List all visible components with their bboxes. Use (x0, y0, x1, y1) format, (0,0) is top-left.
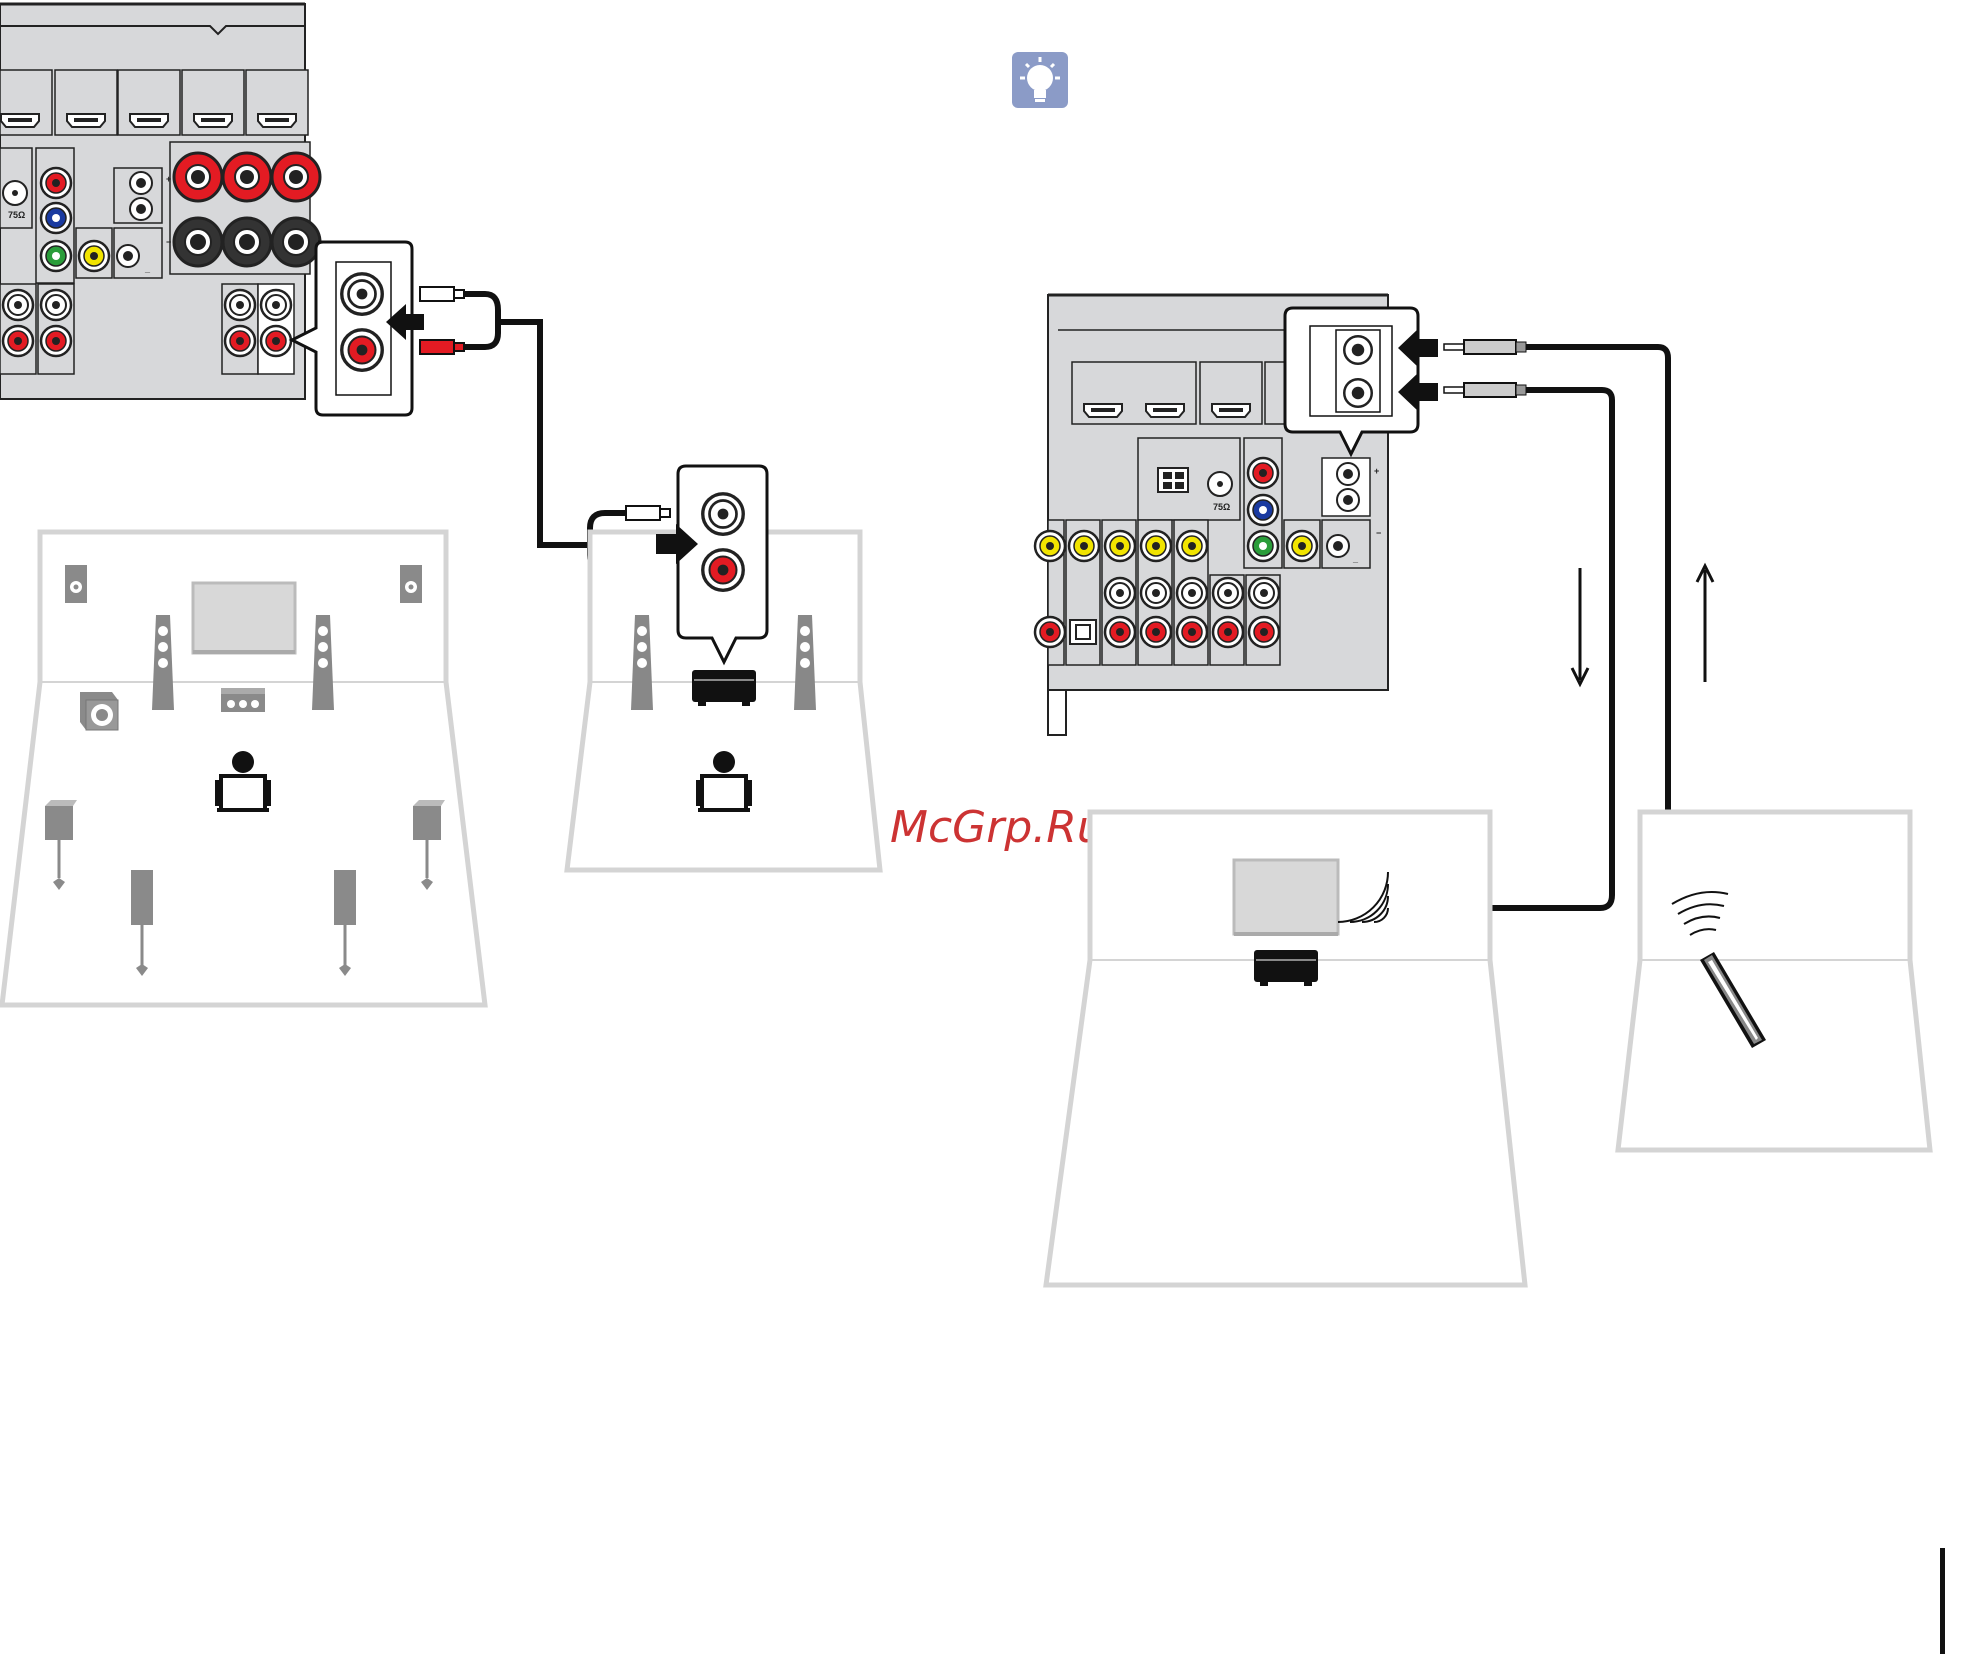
page-edge-marker (1940, 1548, 1945, 1654)
center-speaker (221, 688, 265, 712)
arrow-up-icon (1697, 566, 1713, 682)
external-amplifier (692, 670, 756, 706)
svg-text:−: − (166, 237, 171, 247)
hdmi-ports-right (1072, 362, 1305, 424)
remote-room (1618, 812, 1930, 1150)
speaker-terminals-left: + − (166, 142, 320, 274)
preout-callout (292, 242, 424, 415)
subwoofer (80, 692, 118, 730)
remote-jack-callout (1285, 308, 1438, 454)
tv-right (1234, 860, 1338, 934)
ohm-label-left: 75Ω (8, 210, 25, 220)
ohm-label-right: 75Ω (1213, 502, 1230, 512)
arrow-down-icon (1572, 568, 1588, 684)
receiver-room (1046, 812, 1525, 1285)
front-presence-speaker-right (400, 565, 422, 603)
svg-text:_: _ (1352, 554, 1359, 564)
front-presence-speaker-left (65, 565, 87, 603)
svg-text:−: − (1376, 528, 1381, 538)
tv-left (193, 583, 295, 653)
receiver-unit (1254, 950, 1318, 986)
svg-text:+: + (166, 174, 171, 184)
hdmi-ports-left (0, 70, 308, 135)
left-receiver-panel: 75Ω _ + − (0, 4, 320, 399)
watermark: McGrp.Ru (890, 802, 1105, 853)
svg-text:+: + (1374, 466, 1379, 476)
main-zone-room (2, 532, 485, 1005)
svg-text:_: _ (144, 264, 151, 274)
lightbulb-icon (1012, 52, 1068, 108)
